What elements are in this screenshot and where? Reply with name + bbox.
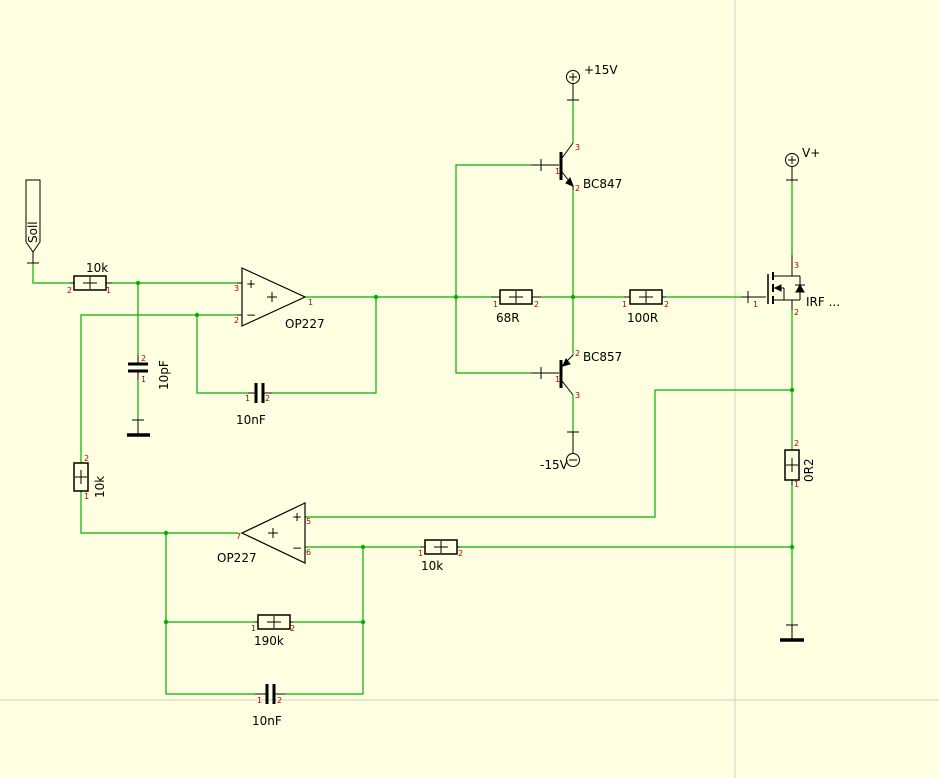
resistor-10k-bottom-label: 10k [421,559,443,573]
transistor-npn[interactable] [531,142,574,190]
resistor-100r[interactable] [624,289,666,305]
pin-label: 1 [308,298,313,307]
ground-symbol [127,419,150,437]
resistor-10k-bottom[interactable] [420,539,460,555]
pin-label: 7 [236,532,241,541]
pin-label: 1 [794,480,799,489]
ground-symbol-right [780,624,804,642]
pin-label: 2 [794,308,799,317]
capacitor-10nf-bottom[interactable] [255,684,285,704]
pin-label: 1 [245,394,250,403]
opamp-bottom[interactable]: + − [240,502,306,564]
pin-label: 2 [67,286,72,295]
pin-label: 3 [794,261,799,270]
pin-label: 2 [575,184,580,193]
pin-label: 2 [664,300,669,309]
opamp-top-label: OP227 [285,317,325,331]
pin-label: 2 [575,349,580,358]
pin-label: 1 [753,300,758,309]
transistor-pnp[interactable] [531,354,574,396]
svg-text:+: + [292,510,302,524]
pin-label: 1 [622,300,627,309]
pin-label: 3 [234,284,239,293]
resistor-feedback-label: 10k [93,476,107,498]
supply-plus15-label: +15V [584,63,618,77]
supply-vplus [785,153,799,181]
pin-label: 1 [251,624,256,633]
pin-label: 1 [106,286,111,295]
pin-label: 1 [493,300,498,309]
pin-label: 1 [555,167,560,176]
supply-minus15-label: -15V [540,458,569,472]
supply-minus15 [566,431,580,467]
pin-label: 2 [265,394,270,403]
svg-text:+: + [246,277,256,291]
resistor-input[interactable] [70,275,112,291]
resistor-190k-label: 190k [254,634,284,648]
resistor-input-label: 10k [86,261,108,275]
pin-label: 1 [84,492,89,501]
resistor-68r-label: 68R [496,311,520,325]
capacitor-10pf[interactable] [128,355,148,380]
transistor-pnp-label: BC857 [583,350,622,364]
soll-input-port[interactable] [25,179,41,264]
svg-text:−: − [246,308,256,322]
pin-label: 2 [534,300,539,309]
resistor-68r[interactable] [491,289,541,305]
supply-vplus-label: V+ [802,146,820,160]
supply-plus15 [566,70,580,101]
capacitor-10nf-top[interactable] [248,383,272,403]
pin-label: 1 [418,549,423,558]
pin-label: 2 [84,454,89,463]
capacitor-10nf-top-label: 10nF [236,413,266,427]
resistor-100r-label: 100R [627,311,658,325]
pin-label: 3 [575,143,580,152]
wires[interactable] [32,100,793,695]
pin-label: 2 [277,696,282,705]
pin-label: 1 [257,696,262,705]
pin-label: 3 [575,391,580,400]
pin-label: 2 [458,549,463,558]
pin-label: 1 [555,375,560,384]
mosfet-irf[interactable] [741,255,805,310]
capacitor-10nf-bottom-label: 10nF [252,714,282,728]
pin-label: 2 [290,624,295,633]
resistor-feedback[interactable] [73,462,89,492]
pin-label: 5 [306,517,311,526]
mosfet-irf-label: IRF ... [806,295,840,309]
soll-label: Soll [26,221,40,243]
resistor-sense-label: 0R2 [802,458,816,482]
transistor-npn-label: BC847 [583,177,622,191]
pin-label: 2 [234,316,239,325]
pin-label: 2 [794,439,799,448]
opamp-bottom-label: OP227 [217,551,257,565]
opamp-top[interactable]: + − [237,267,307,327]
junctions [135,280,795,625]
pin-label: 1 [141,375,146,384]
svg-text:−: − [292,541,302,555]
resistor-sense[interactable] [784,449,800,485]
capacitor-10pf-label: 10pF [157,360,171,390]
pin-label: 2 [141,354,146,363]
resistor-190k[interactable] [255,614,293,630]
pin-label: 6 [306,548,311,557]
